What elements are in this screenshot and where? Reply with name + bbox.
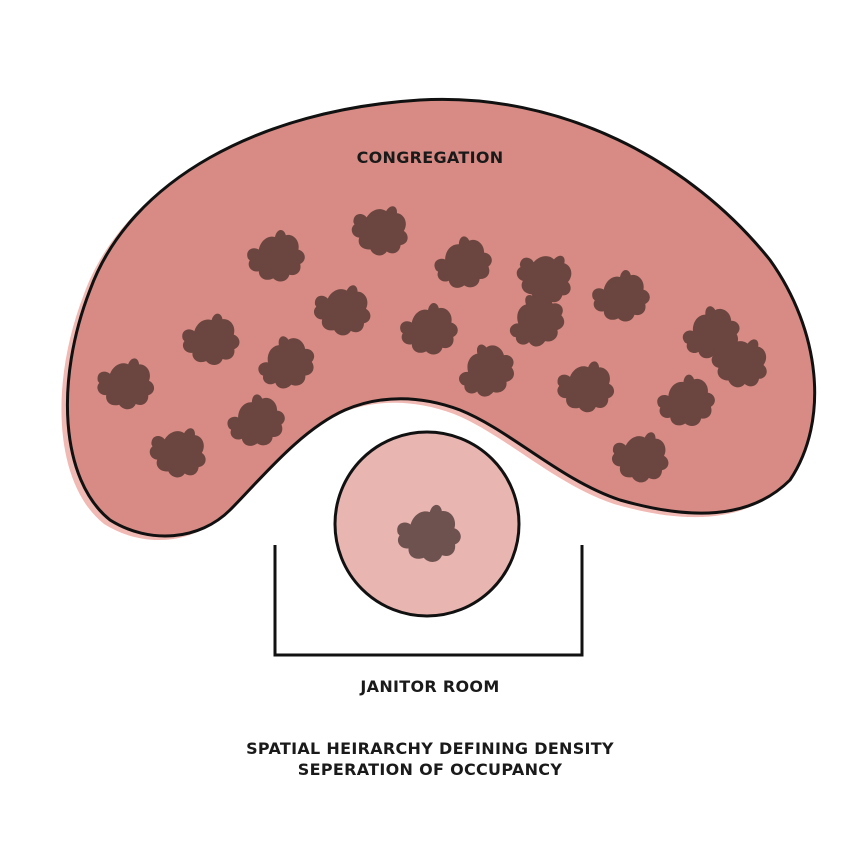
congregation-label: CONGREGATION bbox=[356, 148, 504, 167]
caption-line-1: SPATIAL HEIRARCHY DEFINING DENSITY bbox=[246, 739, 614, 758]
janitor-room-label: JANITOR ROOM bbox=[360, 677, 500, 696]
caption-line-2: SEPERATION OF OCCUPANCY bbox=[297, 760, 563, 779]
diagram-caption: SPATIAL HEIRARCHY DEFINING DENSITY SEPER… bbox=[180, 738, 680, 780]
janitor-room-enclosure bbox=[273, 545, 584, 657]
